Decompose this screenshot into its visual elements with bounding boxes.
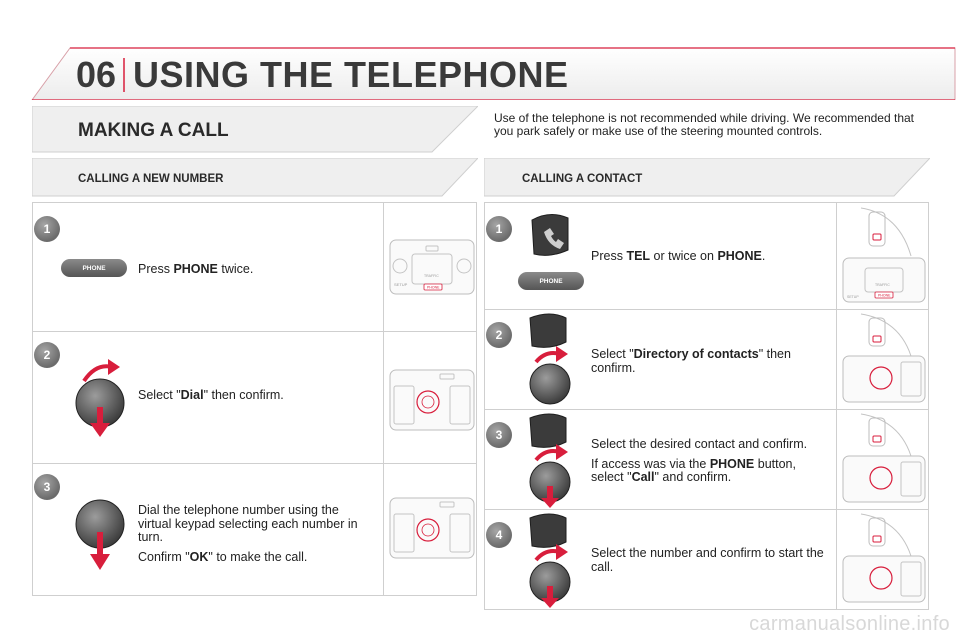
- steering-dial-icon: [529, 513, 571, 608]
- rotary-knob-press-icon: [75, 499, 125, 570]
- chapter-title: USING THE TELEPHONE: [133, 54, 569, 95]
- section-banner: [32, 106, 478, 153]
- control-panel-thumbnail: [389, 497, 475, 559]
- divider: [383, 202, 384, 596]
- steering-and-panel-thumbnail: [842, 513, 926, 603]
- step-badge: 1: [34, 216, 60, 242]
- step-instruction: Press TEL or twice on PHONE.: [591, 249, 766, 263]
- left-block-banner: [32, 158, 478, 197]
- right-block-banner: [484, 158, 930, 197]
- divider: [32, 463, 477, 464]
- step-instruction: Select the number and confirm to start t…: [591, 546, 824, 574]
- setup-label: SETUP: [847, 295, 859, 299]
- divider: [484, 309, 929, 310]
- step-badge: 3: [34, 474, 60, 500]
- steering-dial-icon: [529, 313, 571, 405]
- step-instruction: Select "Dial" then confirm.: [138, 388, 284, 402]
- divider: [836, 202, 837, 610]
- divider: [484, 509, 929, 510]
- step-instruction: Dial the telephone number using the virt…: [138, 503, 358, 564]
- header-frame: [31, 47, 956, 100]
- steering-and-panel-thumbnail: [842, 413, 926, 503]
- traffic-label: TRAFFIC: [424, 274, 439, 278]
- control-panel-thumbnail: SETUP TRAFFIC PHONE: [389, 239, 475, 295]
- section-title: MAKING A CALL: [78, 120, 229, 141]
- step-instruction: Press PHONE twice.: [138, 262, 254, 276]
- step-instruction: Select "Directory of contacts" then conf…: [591, 347, 791, 375]
- traffic-label: TRAFFIC: [875, 283, 890, 287]
- watermark: carmanualsonline.info: [749, 613, 950, 635]
- right-block-title: CALLING A CONTACT: [522, 173, 643, 185]
- phone-button-illustration: PHONE: [61, 259, 127, 277]
- steering-and-panel-thumbnail: [842, 313, 926, 403]
- step-badge: 1: [486, 216, 512, 242]
- rotary-knob-press-icon: [75, 359, 125, 437]
- step-instruction: Select the desired contact and confirm. …: [591, 437, 808, 484]
- phone-label: PHONE: [878, 294, 891, 298]
- divider: [484, 409, 929, 410]
- left-block-title: CALLING A NEW NUMBER: [78, 173, 224, 185]
- step-badge: 2: [486, 322, 512, 348]
- step-badge: 4: [486, 522, 512, 548]
- steering-tel-button-icon: [531, 214, 569, 256]
- warning-text: Use of the telephone is not recommended …: [494, 111, 915, 138]
- steering-dial-icon: [529, 413, 571, 508]
- step-badge: 3: [486, 422, 512, 448]
- step-badge: 2: [34, 342, 60, 368]
- control-panel-thumbnail: [389, 369, 475, 431]
- divider: [32, 331, 477, 332]
- phone-button-illustration: PHONE: [518, 272, 584, 290]
- steering-and-panel-thumbnail: SETUP TRAFFIC PHONE: [842, 207, 926, 303]
- chapter-number: 06: [76, 54, 117, 95]
- setup-label: SETUP: [394, 282, 408, 287]
- phone-label: PHONE: [427, 286, 440, 290]
